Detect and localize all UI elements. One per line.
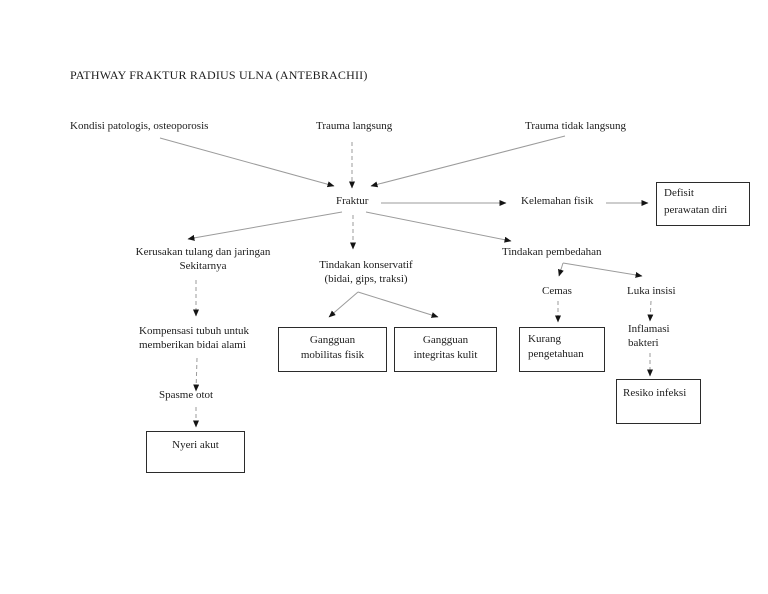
arrow-kondisi-to-fraktur — [159, 137, 335, 188]
arrow-pembedahan-to-luka — [562, 262, 643, 278]
node-cemas: Cemas — [542, 285, 572, 297]
node-trauma-tidak-langsung: Trauma tidak langsung — [525, 120, 627, 132]
page-title: PATHWAY FRAKTUR RADIUS ULNA (ANTEBRACHII… — [70, 68, 368, 82]
node-spasme-otot: Spasme otot — [159, 389, 214, 401]
arrow-fraktur-to-pembedahan — [365, 211, 512, 243]
node-kerusakan-tulang: Kerusakan tulang dan jaringan Sekitarnya — [135, 246, 271, 272]
box-kurang-pengetahuan: Kurang pengetahuan — [519, 327, 605, 372]
arrow-trauma-tidak-to-fraktur — [370, 135, 566, 188]
box-gangguan-integritas-kulit: Gangguan integritas kulit — [394, 327, 497, 372]
node-tindakan-konservatif: Tindakan konservatif (bidai, gips, traks… — [319, 259, 413, 285]
node-trauma-langsung: Trauma langsung — [316, 120, 393, 132]
arrow-konservatif-to-integritas — [357, 291, 439, 318]
box-resiko-infeksi: Resiko infeksi — [616, 379, 701, 424]
box-defisit-perawatan-diri: Defisit perawatan diri — [656, 182, 750, 226]
node-tindakan-pembedahan: Tindakan pembedahan — [502, 246, 602, 258]
arrow-pembedahan-to-cemas — [558, 262, 564, 277]
node-inflamasi-bakteri: Inflamasi bakteri — [628, 323, 670, 349]
node-kelemahan-fisik: Kelemahan fisik — [521, 195, 594, 207]
box-gangguan-mobilitas-fisik: Gangguan mobilitas fisik — [278, 327, 387, 372]
box-nyeri-akut: Nyeri akut — [146, 431, 245, 473]
arrow-fraktur-to-kerusakan — [187, 211, 343, 241]
node-luka-insisi: Luka insisi — [627, 285, 676, 297]
node-kondisi-patologis: Kondisi patologis, osteoporosis — [70, 120, 209, 132]
arrow-konservatif-to-mobilitas — [328, 291, 359, 318]
arrow-luka-to-inflamasi — [647, 300, 654, 322]
node-kompensasi-tubuh: Kompensasi tubuh untuk memberikan bidai … — [139, 325, 249, 351]
arrow-kompensasi-to-spasme — [193, 357, 200, 392]
node-fraktur: Fraktur — [336, 195, 369, 207]
